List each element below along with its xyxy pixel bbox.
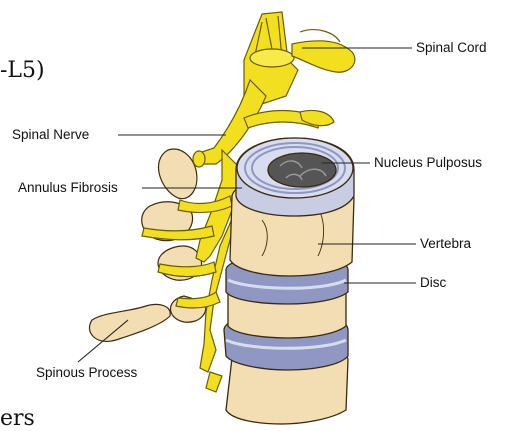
label-disc: Disc <box>420 276 446 290</box>
spinous-processes <box>89 149 205 341</box>
label-spinous-process: Spinous Process <box>36 366 137 380</box>
label-annulus-fibrosis: Annulus Fibrosis <box>18 181 118 195</box>
vertebral-column <box>224 138 354 424</box>
label-nucleus-pulposus: Nucleus Pulposus <box>374 156 482 170</box>
cropped-text-top: -L5) <box>0 60 45 82</box>
label-vertebra: Vertebra <box>420 237 471 251</box>
cropped-text-bottom: ers <box>0 408 35 430</box>
label-spinal-cord: Spinal Cord <box>416 41 487 55</box>
label-spinal-nerve: Spinal Nerve <box>12 128 89 142</box>
